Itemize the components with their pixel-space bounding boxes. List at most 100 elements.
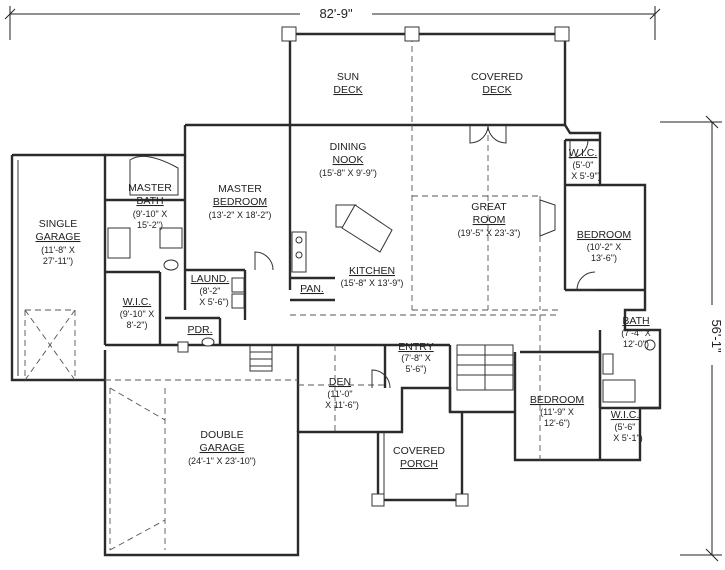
- room-master-bedroom: MASTER BEDROOM (13'-2" X 18'-2"): [209, 183, 272, 220]
- overall-width-label: 82'-9": [319, 6, 353, 21]
- room-name: SUN: [337, 71, 359, 83]
- fireplace-icon: [539, 199, 556, 237]
- room-name: W.I.C.: [569, 147, 598, 159]
- room-name: BEDROOM: [530, 394, 584, 406]
- room-great-room: GREAT ROOM (19'-5" X 23'-3"): [458, 201, 521, 238]
- room-kitchen: KITCHEN (15'-8" X 13'-9"): [341, 265, 404, 288]
- room-name: PORCH: [400, 458, 438, 470]
- room-wic-bedroom2: W.I.C. (5'-0" X 5'-9"): [569, 147, 601, 181]
- room-name: GARAGE: [200, 442, 245, 454]
- room-entry: ENTRY (7'-8" X 5'-6"): [398, 341, 433, 374]
- deck-post: [554, 26, 570, 42]
- room-size: 8'-2"): [127, 320, 148, 330]
- room-name: LAUND.: [191, 273, 230, 285]
- room-size: 13'-6"): [591, 253, 617, 263]
- room-sun-deck: SUN DECK: [333, 71, 362, 96]
- room-name: GREAT: [471, 201, 507, 213]
- room-name: MASTER: [128, 182, 172, 194]
- bathtub-icon: [129, 155, 179, 196]
- room-wic-master: W.I.C. (9'-10" X 8'-2"): [120, 296, 154, 330]
- vanity-icon: [602, 353, 614, 375]
- room-bath-2: BATH (7'-4" X 12'-0"): [621, 315, 650, 349]
- room-size: X 5'-6"): [199, 297, 228, 307]
- room-name: DOUBLE: [200, 429, 243, 441]
- room-size: (24'-1" X 23'-10"): [188, 456, 256, 466]
- overall-depth-dimension: 56'-1": [660, 115, 724, 562]
- room-name: DEN: [329, 376, 351, 388]
- covered-porch-area: [371, 412, 469, 507]
- room-size: 12'-6"): [544, 418, 570, 428]
- bathtub-icon: [602, 379, 636, 403]
- bath2-fixtures: [602, 339, 656, 403]
- room-size: (19'-5" X 23'-3"): [458, 228, 521, 238]
- room-size: (15'-8" X 9'-9"): [319, 168, 377, 178]
- room-laundry: LAUND. (8'-2" X 5'-6"): [191, 273, 230, 307]
- room-single-garage: SINGLE GARAGE (11'-8" X 27'-11"): [36, 218, 81, 266]
- room-size: X 11'-6"): [325, 400, 359, 410]
- kitchen-island: [341, 204, 393, 253]
- room-wic-bedroom3: W.I.C. (5'-6" X 5'-1"): [611, 409, 643, 443]
- room-size: (8'-2": [200, 286, 221, 296]
- room-covered-porch: COVERED PORCH: [393, 445, 445, 470]
- room-name: NOOK: [333, 154, 364, 166]
- fireplace: [539, 199, 556, 237]
- room-size: (9'-10" X: [120, 309, 154, 319]
- room-size: (5'-0": [573, 160, 594, 170]
- ceiling-lines: [105, 125, 560, 460]
- room-covered-deck: COVERED DECK: [471, 71, 523, 96]
- overall-depth-label: 56'-1": [709, 319, 724, 353]
- room-name: W.I.C.: [611, 409, 640, 421]
- room-name: BEDROOM: [577, 229, 631, 241]
- room-size: 5'-6"): [406, 364, 427, 374]
- overall-width-dimension: 82'-9": [4, 4, 661, 40]
- room-size: (10'-2" X: [587, 242, 621, 252]
- room-name: DECK: [333, 84, 362, 96]
- powder-fixtures: [177, 337, 215, 353]
- master-bath-fixtures: [107, 155, 183, 271]
- room-size: 15'-2"): [137, 220, 163, 230]
- room-name: PAN.: [300, 283, 324, 295]
- single-garage-door: [24, 309, 76, 381]
- room-pantry: PAN.: [300, 283, 324, 295]
- deck-post: [281, 26, 297, 42]
- dryer-icon: [231, 293, 245, 309]
- laundry-fixtures: [231, 277, 245, 309]
- room-size: (5'-6": [615, 422, 636, 432]
- sink-icon: [295, 251, 303, 259]
- room-bedroom-2: BEDROOM (10'-2" X 13'-6"): [577, 229, 631, 263]
- room-name: MASTER: [218, 183, 262, 195]
- room-size: (15'-8" X 13'-9"): [341, 278, 404, 288]
- room-size: (7'-4" X: [621, 328, 650, 338]
- vanity-icon: [159, 227, 183, 249]
- room-size: (11'-8" X: [41, 245, 75, 255]
- room-size: X 5'-1"): [613, 433, 642, 443]
- room-name: KITCHEN: [349, 265, 395, 277]
- room-name: ENTRY: [398, 341, 433, 353]
- exterior-walls: [10, 123, 662, 557]
- room-size: X 5'-9"): [571, 171, 600, 181]
- room-size: (11'-9" X: [540, 407, 574, 417]
- room-master-bath: MASTER BATH (9'-10" X 15'-2"): [128, 182, 172, 230]
- room-dining-nook: DINING NOOK (15'-8" X 9'-9"): [319, 141, 377, 178]
- room-powder: PDR.: [187, 324, 212, 336]
- toilet-icon: [163, 259, 179, 271]
- toilet-icon: [201, 337, 215, 347]
- room-name: W.I.C.: [123, 296, 152, 308]
- porch-post: [371, 493, 385, 507]
- stairs: [249, 344, 514, 391]
- room-bedroom-3: BEDROOM (11'-9" X 12'-6"): [530, 394, 584, 428]
- room-name: BATH: [136, 195, 163, 207]
- room-size: 27'-11"): [43, 256, 73, 266]
- porch-post: [455, 493, 469, 507]
- room-name: PDR.: [187, 324, 212, 336]
- room-double-garage: DOUBLE GARAGE (24'-1" X 23'-10"): [188, 429, 256, 466]
- room-size: (11'-0": [327, 389, 352, 399]
- room-name: DINING: [330, 141, 367, 153]
- room-name: SINGLE: [39, 218, 78, 230]
- room-den: DEN (11'-0" X 11'-6"): [325, 376, 359, 410]
- double-garage-door: [109, 387, 166, 551]
- toilet-icon: [644, 339, 656, 351]
- room-name: ROOM: [473, 214, 506, 226]
- shower-icon: [107, 227, 131, 259]
